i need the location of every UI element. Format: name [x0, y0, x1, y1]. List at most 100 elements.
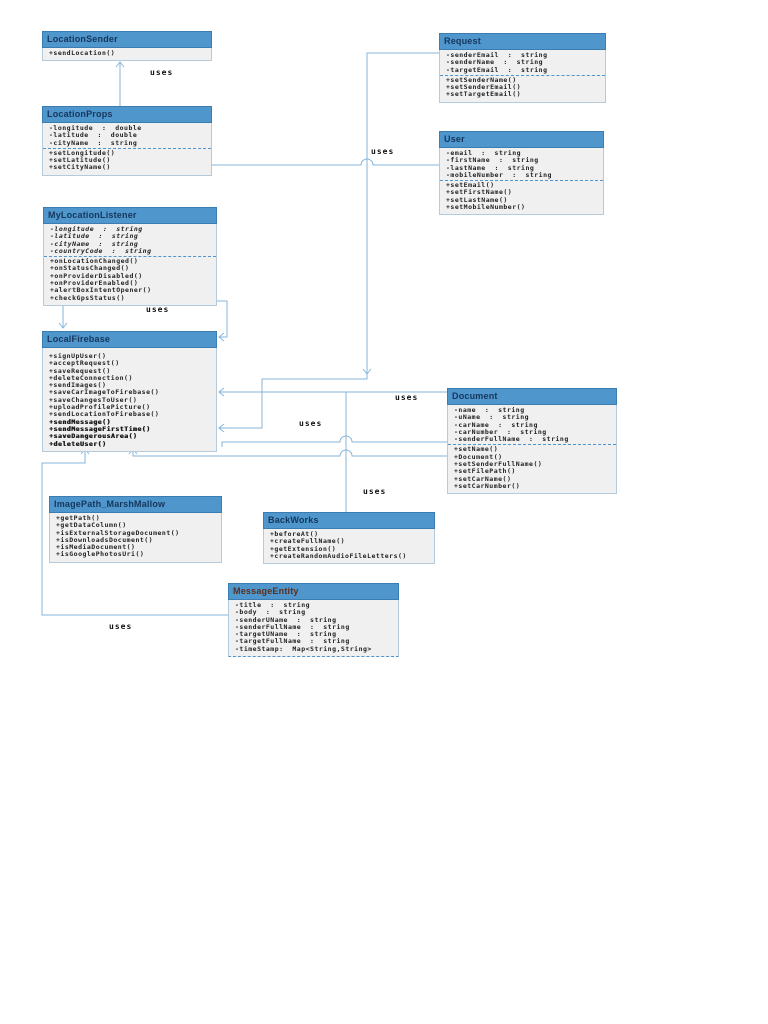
edge-backworks-uses-localfirebase	[219, 391, 347, 512]
down-arrowhead-icon	[58, 322, 68, 329]
member-row: -longitude : string	[50, 225, 143, 233]
member-row: -cityName : string	[50, 239, 139, 248]
attributes-compartment: -senderEmail : string-senderName : strin…	[440, 51, 605, 75]
member-row: +setName()	[454, 445, 499, 454]
class-body: -title : string-body : string-senderUNam…	[228, 600, 399, 658]
member-row: -carName : string	[454, 420, 538, 429]
member-row: -senderEmail : string	[446, 51, 548, 59]
member-row: +setFirstName()	[446, 188, 513, 197]
methods-compartment: +beforeAt()+createFullName()+getExtensio…	[264, 530, 434, 561]
class-box-localfirebase: LocalFirebase +signUpUser()+acceptReques…	[42, 331, 217, 452]
member-row: +deleteConnection()	[49, 373, 133, 382]
class-body: -longitude : double-latitude : double-ci…	[42, 123, 212, 176]
class-box-messageentity: MessageEntity -title : string-body : str…	[228, 583, 399, 658]
edge-localfirebase-uses-document	[221, 435, 447, 447]
class-box-request: Request -senderEmail : string-senderName…	[439, 33, 606, 103]
member-row: +isMediaDocument()	[56, 543, 136, 552]
class-box-locationprops: LocationProps -longitude : double-latitu…	[42, 106, 212, 176]
member-row: -countryCode : string	[50, 246, 152, 255]
edge-document-uses-localfirebase-lower	[132, 449, 447, 457]
member-row: +onStatusChanged()	[50, 264, 130, 273]
edge-messageentity-uses-localfirebase	[41, 449, 228, 616]
member-row: +Document()	[454, 452, 503, 461]
class-body: +signUpUser()+acceptRequest()+saveReques…	[42, 348, 217, 452]
methods-compartment: +setLongitude()+setLatitude()+setCityNam…	[43, 147, 211, 173]
member-row: +getPath()	[56, 514, 101, 522]
class-body: -email : string-firstName : string-lastN…	[439, 148, 604, 216]
member-row: +getExtension()	[270, 544, 337, 553]
member-row: -cityName : string	[49, 138, 138, 147]
member-row: +acceptRequest()	[49, 359, 120, 368]
class-name: LocationSender	[42, 31, 212, 48]
member-row: +createRandomAudioFileLetters()	[270, 551, 407, 560]
uses-label: uses	[146, 305, 170, 314]
class-name: Document	[447, 388, 617, 405]
class-name: MessageEntity	[228, 583, 399, 600]
member-row: +sendImages()	[49, 381, 107, 390]
methods-compartment: +onLocationChanged()+onStatusChanged()+o…	[44, 256, 216, 303]
member-row: -title : string	[235, 601, 311, 609]
attributes-compartment: -longitude : string-latitude : string-ci…	[44, 225, 216, 256]
member-row: +sendMessageFirstTime()	[49, 424, 151, 433]
class-name: ImagePath_MarshMallow	[49, 496, 222, 513]
member-row: +checkGpsStatus()	[50, 293, 126, 302]
member-row: +isDownloadsDocument()	[56, 535, 154, 544]
attributes-compartment: -title : string-body : string-senderUNam…	[229, 601, 398, 654]
left-arrowhead-icon	[218, 332, 225, 342]
methods-compartment: +setEmail()+setFirstName()+setLastName()…	[440, 180, 603, 212]
class-body: +beforeAt()+createFullName()+getExtensio…	[263, 529, 435, 565]
member-row: +getDataColumn()	[56, 521, 127, 530]
member-row: -senderUName : string	[235, 615, 337, 624]
member-row: +alertBoxIntentOpener()	[50, 286, 152, 295]
class-body: -longitude : string-latitude : string-ci…	[43, 224, 217, 306]
member-row: -body : string	[235, 608, 306, 617]
attributes-compartment: -name : string-uName : string-carName : …	[448, 406, 616, 444]
member-row: -firstName : string	[446, 156, 539, 165]
member-row: +setEmail()	[446, 181, 495, 190]
member-row: -targetUName : string	[235, 630, 337, 639]
member-row: +deleteUser()	[49, 439, 107, 448]
member-row: +sendLocation()	[49, 49, 116, 57]
member-row: -senderFullName : string	[454, 435, 569, 444]
class-name: MyLocationListener	[43, 207, 217, 224]
methods-compartment: +setName()+Document()+setSenderFullName(…	[448, 444, 616, 491]
member-row: -longitude : double	[49, 124, 142, 132]
member-row: +uploadProfilePicture()	[49, 403, 151, 412]
member-row: +setFilePath()	[454, 467, 516, 476]
methods-compartment: +signUpUser()+acceptRequest()+saveReques…	[43, 352, 216, 449]
member-row: -uName : string	[454, 413, 530, 422]
class-body: -senderEmail : string-senderName : strin…	[439, 50, 606, 103]
member-row: +saveChangesToUser()	[49, 395, 138, 404]
class-box-document: Document -name : string-uName : string-c…	[447, 388, 617, 495]
member-row: +saveDangerousArea()	[49, 432, 138, 441]
member-row: +setLastName()	[446, 195, 508, 204]
class-body: +sendLocation()	[42, 48, 212, 62]
class-name: BackWorks	[263, 512, 435, 529]
member-row: +setCarName()	[454, 474, 512, 483]
up-arrowhead-icon	[115, 61, 125, 68]
member-row: +onLocationChanged()	[50, 257, 139, 266]
uses-label: uses	[109, 622, 133, 631]
member-row: +onProviderDisabled()	[50, 271, 143, 280]
member-row: -email : string	[446, 149, 522, 157]
member-row: +createFullName()	[270, 537, 346, 546]
member-row: -name : string	[454, 406, 525, 414]
attributes-compartment: -longitude : double-latitude : double-ci…	[43, 124, 211, 148]
class-box-user: User -email : string-firstName : string-…	[439, 131, 604, 216]
class-body: +getPath()+getDataColumn()+isExternalSto…	[49, 513, 222, 563]
left-arrowhead-icon	[218, 387, 225, 397]
member-row: -senderFullName : string	[235, 622, 350, 631]
member-row: +sendMessage()	[49, 417, 111, 426]
member-row: +signUpUser()	[49, 352, 107, 360]
member-row: +setLatitude()	[49, 156, 111, 165]
methods-compartment: +sendLocation()	[43, 49, 211, 58]
member-row: -latitude : string	[50, 232, 139, 241]
member-row: +setTargetEmail()	[446, 90, 522, 99]
class-body: -name : string-uName : string-carName : …	[447, 405, 617, 495]
left-arrowhead-icon	[218, 423, 225, 433]
member-row: -carNumber : string	[454, 427, 547, 436]
member-row: +setCarNumber()	[454, 481, 521, 490]
